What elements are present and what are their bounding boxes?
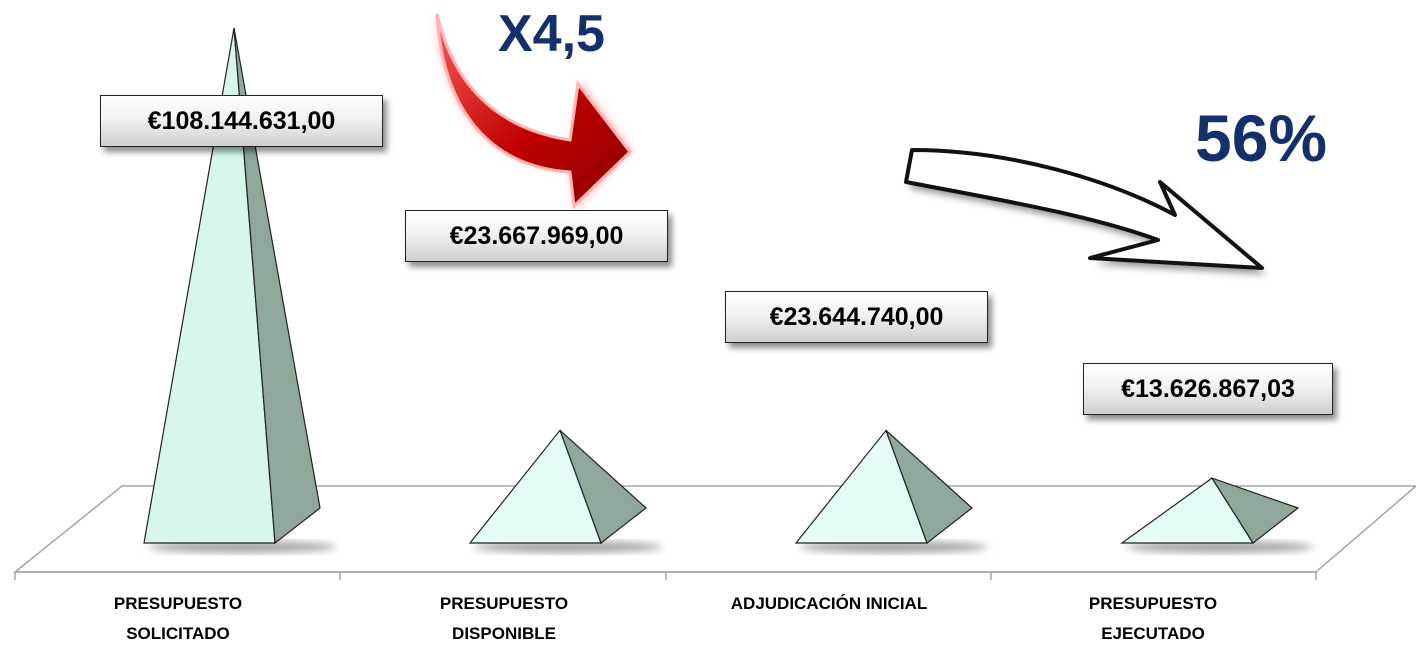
pyramid-bar bbox=[1120, 476, 1314, 553]
pyramid-bar bbox=[143, 27, 336, 553]
category-label-line: PRESUPUESTO bbox=[439, 594, 569, 613]
category-label-line: EJECUTADO bbox=[1101, 624, 1205, 643]
pyramid-side-face bbox=[233, 27, 321, 545]
data-label: €108.144.631,00 bbox=[100, 95, 383, 147]
data-label: €23.644.740,00 bbox=[725, 291, 988, 343]
category-axis-ticks bbox=[14, 572, 1317, 580]
pyramid-side-face bbox=[559, 429, 647, 544]
chart-floor bbox=[12, 485, 1416, 580]
data-label: €13.626.867,03 bbox=[1083, 363, 1333, 415]
pyramid-shadow bbox=[148, 541, 336, 553]
category-label: PRESUPUESTO SOLICITADO bbox=[48, 589, 308, 649]
category-label: ADJUDICACIÓN INICIAL bbox=[699, 589, 959, 619]
category-label-line: PRESUPUESTO bbox=[113, 594, 243, 613]
category-label-line: SOLICITADO bbox=[126, 624, 230, 643]
ratio-annotation: X4,5 bbox=[498, 5, 605, 63]
category-label-line: PRESUPUESTO bbox=[1088, 594, 1218, 613]
red-arrow-body bbox=[435, 13, 633, 210]
pyramid-shadow bbox=[1126, 541, 1314, 553]
pyramid-shadow bbox=[800, 541, 988, 553]
category-label: PRESUPUESTO EJECUTADO bbox=[1023, 589, 1283, 649]
pyramid-side-face bbox=[1210, 476, 1300, 544]
pyramid-series bbox=[143, 27, 1314, 553]
data-label: €23.667.969,00 bbox=[405, 210, 668, 262]
white-outline-arrow bbox=[904, 148, 1266, 274]
pyramid-side-face bbox=[885, 429, 973, 544]
percentage-annotation: 56% bbox=[1195, 101, 1328, 175]
pyramid-bar bbox=[468, 429, 662, 553]
white-arrow-body bbox=[904, 148, 1264, 270]
category-label-line: DISPONIBLE bbox=[452, 624, 556, 643]
red-curved-arrow bbox=[435, 12, 633, 210]
category-label: PRESUPUESTO DISPONIBLE bbox=[374, 589, 634, 649]
pyramid-bar bbox=[794, 429, 988, 553]
pyramid-shadow bbox=[474, 541, 662, 553]
category-label-line: ADJUDICACIÓN INICIAL bbox=[730, 594, 928, 613]
